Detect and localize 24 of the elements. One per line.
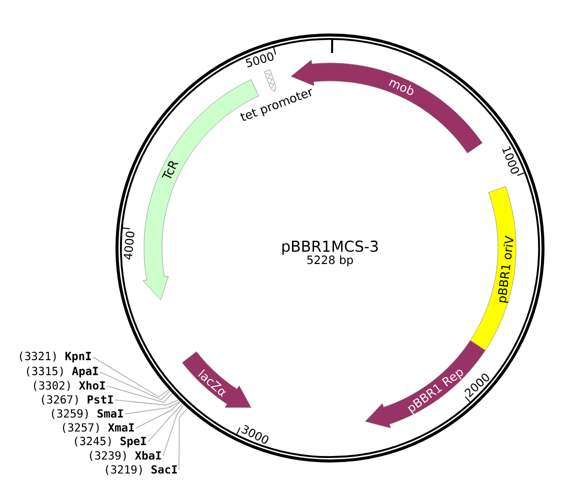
leader-line — [148, 404, 183, 442]
tick-label: 5000 — [246, 52, 274, 68]
leader-line — [178, 408, 188, 470]
site-label: (3239) XbaI — [90, 451, 161, 461]
leader-line — [124, 401, 180, 414]
leader-line — [136, 402, 180, 428]
leader-line — [100, 372, 170, 400]
site-label: (3315) ApaI — [26, 366, 98, 378]
site-label: (3321) KpnI — [20, 352, 91, 362]
leader-line — [92, 356, 169, 398]
tick-label: 3000 — [241, 425, 268, 444]
tick-label: 1000 — [502, 146, 520, 174]
feature-band: pBBR1 oriV — [470, 186, 516, 351]
length-label: 5228 bp — [307, 255, 353, 266]
site-label: (3267) PstI — [42, 395, 113, 405]
site-label: (3257) XmaI — [62, 423, 134, 433]
site-label: (3302) XhoI — [34, 381, 105, 391]
site-label: (3219) SacI — [106, 465, 177, 475]
leader-line — [162, 404, 184, 456]
leader-line — [106, 386, 172, 403]
site-label: (3245) SpeI — [74, 436, 146, 448]
site-label: (3259) SmaI — [52, 409, 123, 419]
leader-line — [114, 400, 178, 406]
map-title: pBBR1MCS-3 — [282, 240, 378, 255]
